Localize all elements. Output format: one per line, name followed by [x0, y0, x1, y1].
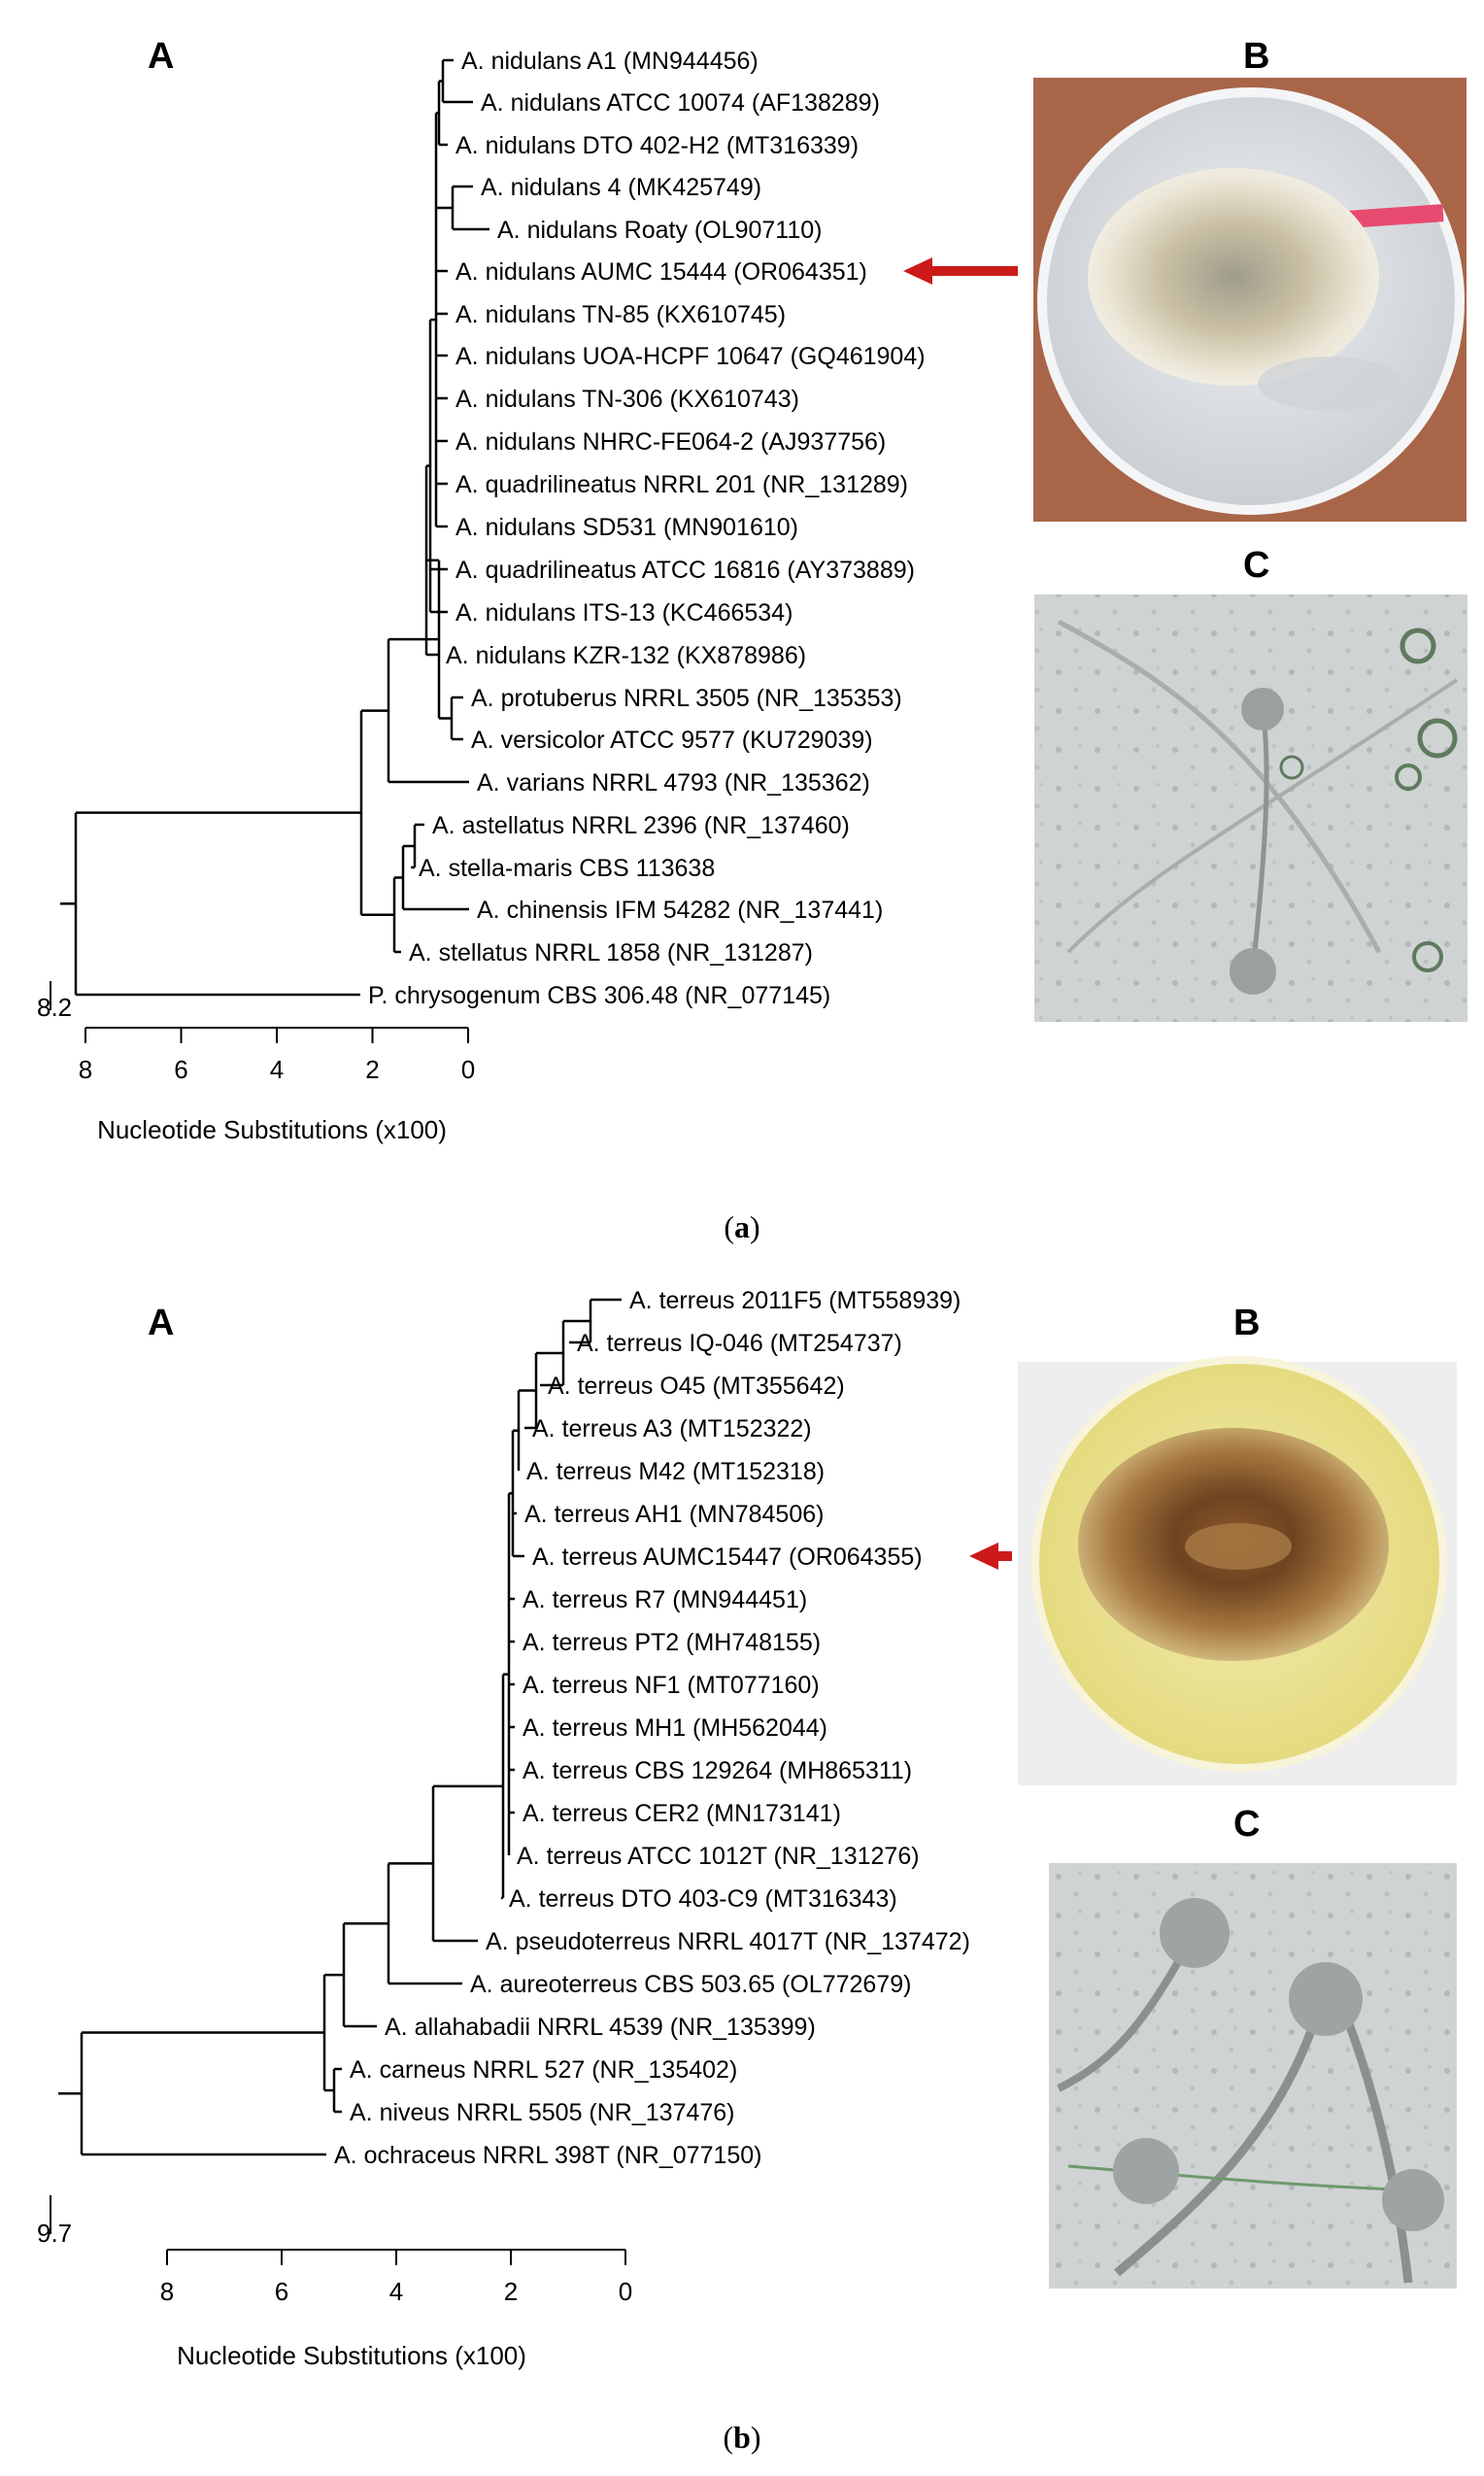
part-a: A B C A. nidulans A1 (MN944456)A. nidula…: [37, 36, 1467, 1244]
highlight-arrow-icon: [903, 257, 1018, 285]
x-axis-tick-label: 6: [174, 1055, 187, 1084]
tree-leaf-label: A. nidulans NHRC-FE064-2 (AJ937756): [455, 428, 886, 456]
tree-leaf-label: A. allahabadii NRRL 4539 (NR_135399): [385, 2014, 816, 2041]
tree-leaf-label: A. nidulans TN-85 (KX610745): [455, 301, 786, 328]
x-axis-tick-label: 6: [275, 2277, 288, 2306]
panel-b-tree-label: A: [148, 1303, 174, 1343]
tree-leaf-label: A. nidulans A1 (MN944456): [461, 48, 759, 75]
tree-leaf-label: A. quadrilineatus NRRL 201 (NR_131289): [455, 471, 908, 498]
tree-leaf-label: A. terreus R7 (MN944451): [523, 1586, 807, 1613]
tree-leaf-label: A. terreus O45 (MT355642): [548, 1373, 845, 1400]
tree-leaf-label: A. nidulans Roaty (OL907110): [497, 217, 822, 244]
caption-a-open: (: [724, 1209, 734, 1244]
caption-b-close: ): [751, 2420, 761, 2455]
tree-leaf-label: A. nidulans UOA-HCPF 10647 (GQ461904): [455, 343, 926, 370]
x-axis-tick-label: 4: [389, 2277, 403, 2306]
tree-leaf-label: A. nidulans TN-306 (KX610743): [455, 386, 799, 413]
tree-leaf-label: A. ochraceus NRRL 398T (NR_077150): [334, 2142, 762, 2169]
tree-leaf-label: A. nidulans ITS-13 (KC466534): [455, 599, 793, 627]
phylogenetic-tree-b: A. terreus 2011F5 (MT558939) A. terreus I…: [58, 1287, 1012, 2169]
tree-leaf-label: A. nidulans KZR-132 (KX878986): [446, 642, 806, 669]
highlight-arrow-icon: [969, 1543, 1012, 1570]
tree-leaf-label: A. terreus NF1 (MT077160): [523, 1672, 820, 1699]
x-axis-title-b: Nucleotide Substitutions (x100): [177, 2341, 526, 2370]
tree-leaf-label: A. terreus M42 (MT152318): [526, 1458, 825, 1485]
tree-leaf-label: A. stella-maris CBS 113638: [419, 855, 715, 882]
x-axis-tick-label: 0: [461, 1055, 475, 1084]
x-axis-tick-label: 2: [504, 2277, 518, 2306]
caption-a-close: ): [750, 1209, 760, 1244]
caption-a-letter: a: [734, 1209, 750, 1244]
x-axis-tick-label: 2: [365, 1055, 379, 1084]
tree-leaf-label: A. terreus CBS 129264 (MH865311): [523, 1757, 912, 1784]
micrograph-b: [1049, 1863, 1457, 2289]
tree-leaf-label: A. versicolor ATCC 9577 (KU729039): [471, 727, 873, 754]
tree-leaf-label: A. terreus PT2 (MH748155): [523, 1629, 821, 1656]
tree-leaf-label: A. terreus A3 (MT152322): [532, 1415, 812, 1442]
caption-b-open: (: [723, 2420, 733, 2455]
tree-leaf-label: A. stellatus NRRL 1858 (NR_131287): [409, 939, 813, 967]
scale-label-a: 8.2: [37, 993, 72, 1022]
tree-leaf-label: A. pseudoterreus NRRL 4017T (NR_137472): [486, 1928, 970, 1955]
tree-leaf-label: A. astellatus NRRL 2396 (NR_137460): [432, 812, 850, 839]
caption-a: (a): [724, 1209, 759, 1244]
petri-dish-photo-b: [1018, 1356, 1457, 1785]
x-axis-tick-label: 8: [160, 2277, 174, 2306]
tree-leaf-label: A. nidulans DTO 402-H2 (MT316339): [455, 132, 859, 159]
phylogenetic-tree-a: A. nidulans A1 (MN944456) A. nidulans ATC…: [60, 48, 1018, 1009]
scale-label-b: 9.7: [37, 2219, 72, 2248]
tree-leaf-label: A. carneus NRRL 527 (NR_135402): [350, 2056, 737, 2084]
tree-leaf-label: A. terreus IQ-046 (MT254737): [577, 1330, 902, 1357]
tree-leaf-label: A. protuberus NRRL 3505 (NR_135353): [471, 685, 902, 712]
x-axis-ticks-b: 8 6 4 2 0: [160, 2250, 632, 2306]
caption-b-letter: b: [733, 2420, 751, 2455]
tree-leaf-label: A. chinensis IFM 54282 (NR_137441): [477, 897, 883, 924]
x-axis-ticks-a: 8 6 4 2 0: [79, 1028, 475, 1084]
panel-b-micro-label: C: [1233, 1804, 1260, 1845]
x-axis-tick-label: 4: [270, 1055, 284, 1084]
x-axis-tick-label: 0: [619, 2277, 632, 2306]
micrograph-a: [1034, 594, 1467, 1022]
tree-leaf-label: A. niveus NRRL 5505 (NR_137476): [350, 2099, 735, 2126]
tree-leaf-label: A. terreus CER2 (MN173141): [523, 1800, 841, 1827]
caption-b: (b): [723, 2420, 760, 2455]
tree-leaf-label: A. aureoterreus CBS 503.65 (OL772679): [470, 1971, 911, 1998]
panel-a-plate-label: B: [1243, 36, 1269, 77]
tree-leaf-label: A. terreus DTO 403-C9 (MT316343): [509, 1885, 897, 1913]
x-axis-title-a: Nucleotide Substitutions (x100): [97, 1115, 447, 1144]
tree-leaf-label: A. nidulans 4 (MK425749): [481, 174, 761, 201]
panel-b-plate-label: B: [1233, 1303, 1260, 1343]
x-axis-tick-label: 8: [79, 1055, 92, 1084]
panel-a-tree-label: A: [148, 36, 174, 77]
tree-leaf-label: A. terreus AUMC15447 (OR064355): [532, 1543, 923, 1571]
tree-leaf-label: A. varians NRRL 4793 (NR_135362): [477, 769, 870, 797]
petri-dish-photo-a: [1033, 78, 1467, 522]
tree-leaf-label: A. terreus AH1 (MN784506): [524, 1501, 824, 1528]
tree-leaf-label: A. nidulans AUMC 15444 (OR064351): [455, 258, 867, 286]
tree-leaf-label: A. quadrilineatus ATCC 16816 (AY373889): [455, 557, 915, 584]
tree-leaf-label: A. terreus 2011F5 (MT558939): [629, 1287, 961, 1314]
tree-leaf-label: A. nidulans SD531 (MN901610): [455, 514, 798, 541]
part-b: A B C A. terreus 2011F5 (MT558939)A. ter…: [37, 1287, 1457, 2455]
tree-leaf-label: P. chrysogenum CBS 306.48 (NR_077145): [368, 982, 830, 1009]
tree-leaf-label: A. nidulans ATCC 10074 (AF138289): [481, 89, 880, 117]
panel-a-micro-label: C: [1243, 545, 1269, 586]
tree-leaf-label: A. terreus ATCC 1012T (NR_131276): [517, 1843, 920, 1870]
tree-leaf-label: A. terreus MH1 (MH562044): [523, 1714, 827, 1742]
